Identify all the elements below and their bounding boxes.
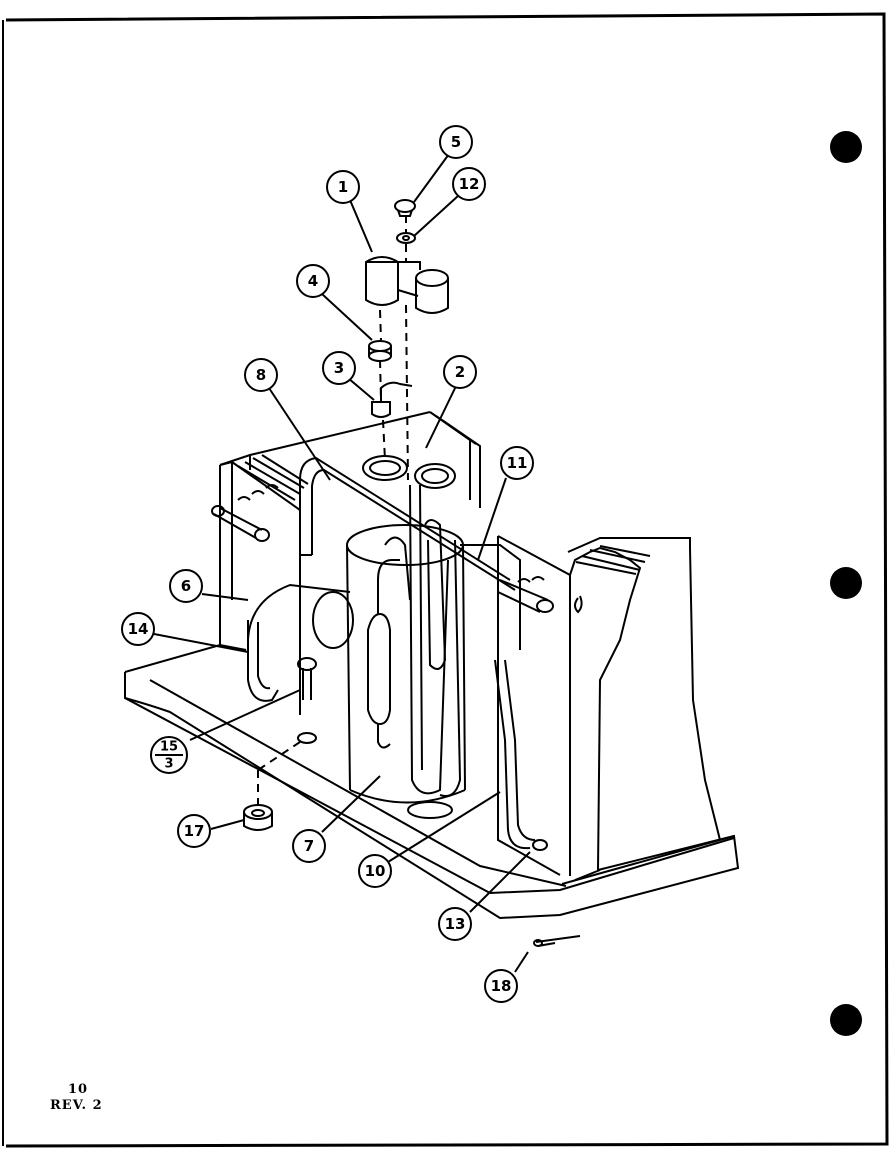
callout-5: 5: [439, 125, 473, 159]
part-1-cover: [365, 256, 449, 314]
callout-12: 12: [452, 167, 486, 201]
callout-11: 11: [500, 446, 534, 480]
leader-lines: [153, 153, 531, 973]
svg-text:12: 12: [459, 175, 480, 193]
exploded-view-dashes: [257, 215, 409, 806]
right-coil: [497, 535, 735, 881]
left-tube: [211, 484, 279, 542]
part-14-tube: [247, 620, 279, 702]
svg-text:2: 2: [455, 363, 465, 381]
part-17-grommet: [243, 804, 273, 831]
part-4-grommet: [368, 340, 392, 362]
part-18-pin: [533, 935, 581, 947]
callout-1: 1: [326, 170, 360, 204]
callout-13: 13: [438, 907, 472, 941]
part-5-nut: [394, 199, 416, 217]
callout-14: 14: [121, 612, 155, 646]
callout-6: 6: [169, 569, 203, 603]
svg-text:17: 17: [184, 822, 205, 840]
part-13-tube: [494, 659, 548, 851]
callout-8: 8: [244, 358, 278, 392]
right-tube-fitting: [497, 576, 554, 613]
callout-10: 10: [358, 854, 392, 888]
callout-2: 2: [443, 355, 477, 389]
part-15-bolt: [297, 657, 317, 744]
callout-7: 7: [292, 829, 326, 863]
svg-text:15: 15: [160, 740, 178, 755]
svg-text:5: 5: [451, 133, 461, 151]
callout-4: 4: [296, 264, 330, 298]
refrigerant-tubing: [384, 484, 521, 797]
accumulator: [367, 559, 400, 749]
part-2-gasket: [362, 455, 456, 489]
binder-hole: [830, 1004, 862, 1036]
svg-text:6: 6: [181, 577, 191, 595]
callout-17: 17: [177, 814, 211, 848]
callout-15-3: 15 3: [150, 736, 188, 774]
svg-text:3: 3: [164, 757, 173, 772]
svg-text:10: 10: [365, 862, 386, 880]
svg-text:13: 13: [445, 915, 466, 933]
callout-18: 18: [484, 969, 518, 1003]
callout-3: 3: [322, 351, 356, 385]
svg-text:4: 4: [308, 272, 318, 290]
binder-hole: [830, 131, 862, 163]
part-12-washer: [396, 232, 416, 244]
page-number: 10: [68, 1082, 89, 1097]
svg-text:11: 11: [507, 454, 528, 472]
svg-text:18: 18: [491, 977, 512, 995]
revision-label: REV. 2: [50, 1098, 103, 1113]
svg-text:3: 3: [334, 359, 344, 377]
binder-hole: [830, 567, 862, 599]
base-pan: [124, 643, 740, 920]
sheet-border: [2, 12, 889, 1148]
svg-text:14: 14: [128, 620, 149, 638]
svg-text:7: 7: [304, 837, 314, 855]
svg-text:1: 1: [338, 178, 348, 196]
svg-text:8: 8: [256, 366, 266, 384]
left-coil: [219, 411, 481, 715]
part-3-terminal: [371, 381, 413, 418]
